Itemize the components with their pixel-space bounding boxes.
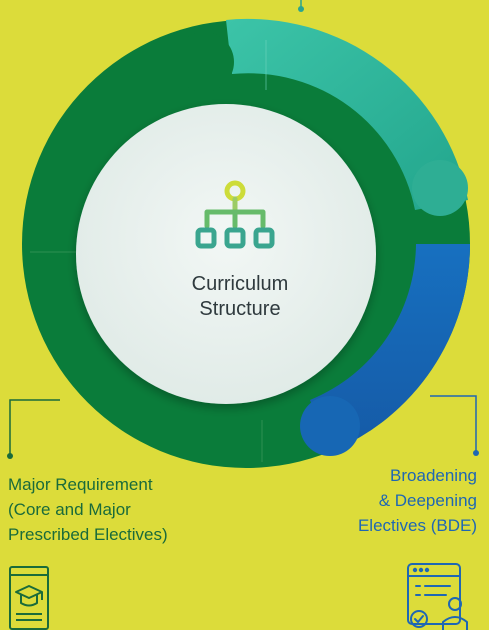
ring-segment-teal-cap <box>412 160 468 216</box>
center-title-line1: Curriculum <box>191 273 289 295</box>
caption-bde-line1: Broadening <box>390 466 477 485</box>
leader-right <box>430 395 479 456</box>
caption-major-requirement: Major Requirement (Core and Major Prescr… <box>8 472 218 547</box>
caption-bde-line2: & Deepening <box>378 491 477 510</box>
ring-segment-major-cap <box>174 32 234 92</box>
hierarchy-icon <box>195 180 275 249</box>
center-title: Curriculum Structure <box>140 272 340 322</box>
ring-segment-bde <box>310 244 471 452</box>
caption-major-line2: (Core and Major <box>8 500 131 519</box>
user-checklist-icon <box>407 563 468 630</box>
caption-major-line1: Major Requirement <box>8 475 153 494</box>
center-disc <box>76 104 376 404</box>
graduation-certificate-icon <box>9 566 49 630</box>
leader-top <box>298 0 304 12</box>
caption-bde: Broadening & Deepening Electives (BDE) <box>307 463 477 538</box>
caption-bde-line3: Electives (BDE) <box>357 516 477 535</box>
caption-major-line3: Prescribed Electives) <box>8 525 168 544</box>
center-title-line2: Structure <box>199 298 281 320</box>
ring-segment-bde-cap <box>300 396 360 456</box>
leader-left <box>7 399 60 459</box>
ring-segment-teal <box>226 18 468 211</box>
